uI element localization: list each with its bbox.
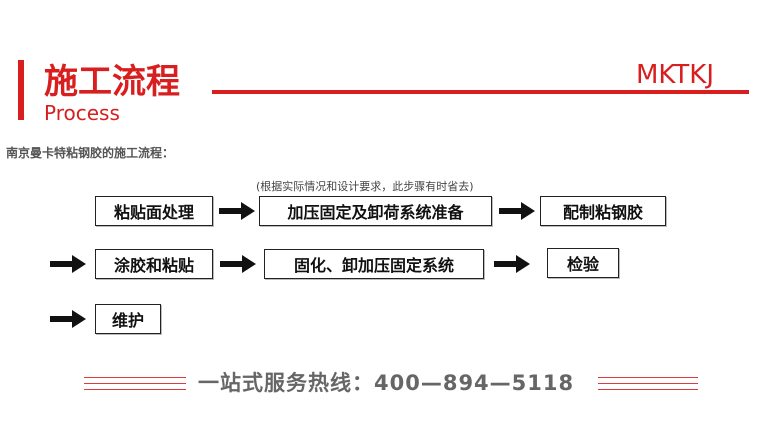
service-hotline: 一站式服务热线：400—894—5118 [198,371,575,395]
page-subtitle: Process [44,101,120,125]
arrow-right-icon [220,255,256,273]
arrow-right-icon [219,202,255,220]
brand-label: MKTKJ [635,60,715,90]
footer-line-right-bottom [598,389,698,390]
footer-line-right-mid [598,383,698,384]
arrow-right-icon [499,202,535,220]
footer-line-left-bottom [84,389,186,390]
arrow-right-icon [494,255,530,273]
step-note: (根据实际情况和设计要求，此步骤有时省去) [256,180,474,193]
arrow-right-icon [50,255,86,273]
header-divider [212,90,749,94]
footer-line-left-mid [84,383,186,384]
title-accent-bar [18,60,24,120]
step-curing-unload: 固化、卸加压固定系统 [264,249,484,279]
step-pressure-fixing-prep: 加压固定及卸荷系统准备 [259,196,492,226]
footer-line-left-top [84,377,186,378]
arrow-right-icon [50,310,86,328]
step-inspection: 检验 [547,248,619,278]
step-apply-glue: 涂胶和粘贴 [95,249,213,279]
step-maintenance: 维护 [95,304,161,334]
footer-line-right-top [598,377,698,378]
step-prepare-adhesive: 配制粘钢胶 [540,196,666,226]
page-title: 施工流程 [44,62,180,102]
intro-text: 南京曼卡特粘钢胶的施工流程： [6,146,175,160]
step-surface-treatment: 粘贴面处理 [95,196,213,226]
